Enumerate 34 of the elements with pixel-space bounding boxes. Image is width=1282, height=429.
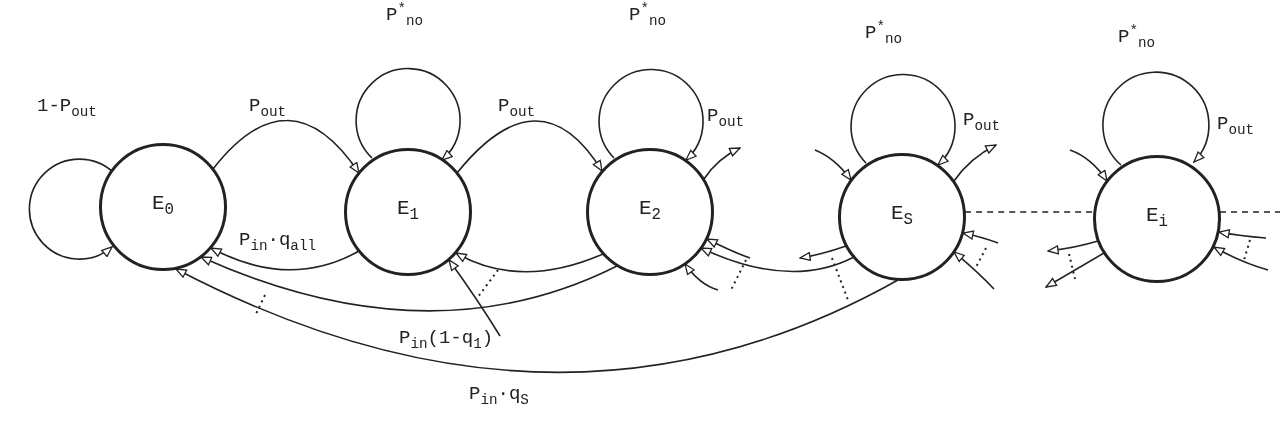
arrow (1069, 149, 1108, 182)
dashed-line (964, 211, 1095, 213)
dashed-line (1219, 211, 1281, 213)
state-name: E$_{2}$ (638, 197, 662, 225)
arrow (200, 256, 618, 312)
arrow (456, 120, 603, 174)
arrow (1218, 229, 1267, 239)
arrow (175, 268, 899, 374)
arrow (212, 119, 360, 174)
arrow (953, 251, 995, 290)
state-name: E$_{0}$ (151, 192, 175, 220)
arrow (706, 238, 751, 259)
state-name: E$_{i}$ (1145, 204, 1169, 232)
arrow (455, 252, 604, 273)
arrow (1102, 71, 1210, 166)
arrow (962, 230, 999, 244)
arrow (700, 247, 855, 273)
arrow (814, 149, 852, 181)
arrow (850, 73, 956, 166)
arrow (448, 259, 501, 337)
arrow (1045, 252, 1105, 288)
arrow (355, 67, 461, 161)
arrow (1047, 240, 1099, 255)
arrow (1213, 246, 1269, 271)
arrow (28, 158, 115, 260)
edge-label: P$_{out}$ (248, 96, 288, 121)
state-name: E$_{S}$ (890, 202, 914, 230)
arrow (703, 147, 741, 180)
arrow (598, 68, 704, 161)
state-name: E$_{1}$ (396, 197, 420, 225)
arrow (953, 144, 997, 182)
arrow (684, 263, 719, 291)
arrow (210, 247, 360, 271)
arrow (799, 245, 847, 261)
